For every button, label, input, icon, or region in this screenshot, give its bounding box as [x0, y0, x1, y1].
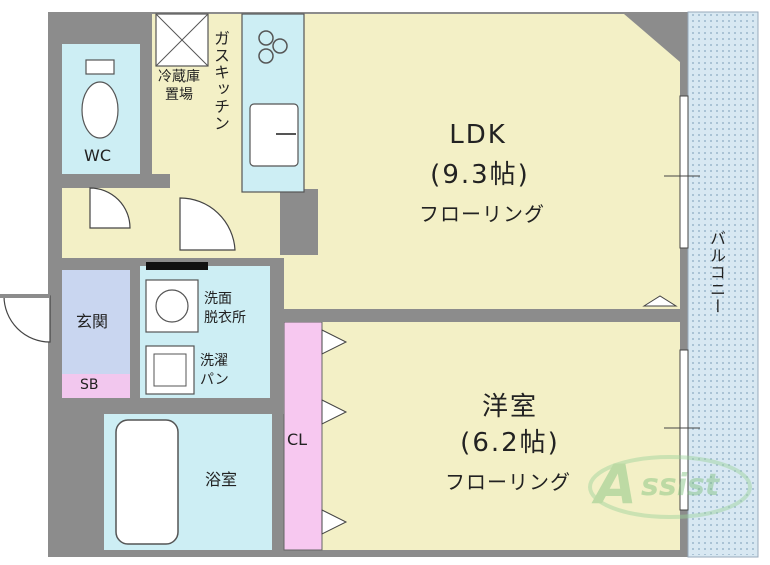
ldk-door	[179, 197, 236, 251]
wc-label: WC	[84, 146, 111, 165]
western-room-size: (6.2帖)	[460, 428, 560, 458]
balcony-label: バルコニー	[707, 230, 726, 315]
stove-burner-3	[258, 48, 274, 64]
toilet-tank	[85, 59, 115, 75]
ldk-window	[679, 95, 689, 249]
svg-text:ssist: ssist	[641, 468, 721, 503]
wall-corner	[624, 14, 680, 62]
bath-label: 浴室	[205, 470, 238, 489]
entrance-door	[3, 295, 51, 343]
ldk-lower-floor	[280, 255, 680, 309]
fridge-label: 冷蔵庫 置場	[158, 69, 200, 104]
washer-pan	[145, 345, 195, 395]
kitchen-sink	[249, 103, 299, 167]
toilet-bowl	[81, 81, 119, 139]
washroom-label: 洗面 脱衣所	[204, 291, 246, 326]
ldk-size: (9.3帖)	[430, 160, 530, 190]
stove-burner-2	[272, 38, 288, 54]
assist-logo: A ssist	[585, 425, 760, 525]
western-room-floor-type: フローリング	[445, 470, 571, 494]
ldk-floor-type: フローリング	[419, 202, 545, 226]
svg-text:A: A	[591, 453, 637, 516]
stove-burner-1	[258, 30, 274, 46]
ldk-name: LDK	[449, 120, 507, 150]
washer-pan-label: 洗濯 パン	[200, 353, 229, 388]
bathtub	[115, 419, 179, 545]
western-room-floor	[322, 322, 680, 550]
entrance-label: 玄関	[76, 312, 109, 331]
entrance-floor	[62, 270, 130, 374]
wc-door	[89, 187, 131, 229]
shoe-box	[62, 374, 130, 398]
kitchen-label: ガスキッチン	[211, 30, 230, 132]
washbasin	[145, 279, 199, 333]
closet-label: CL	[287, 430, 308, 449]
balcony-pattern	[690, 14, 756, 555]
western-window	[679, 349, 689, 511]
western-room-name: 洋室	[481, 392, 539, 422]
shoe-box-label: SB	[80, 377, 99, 393]
